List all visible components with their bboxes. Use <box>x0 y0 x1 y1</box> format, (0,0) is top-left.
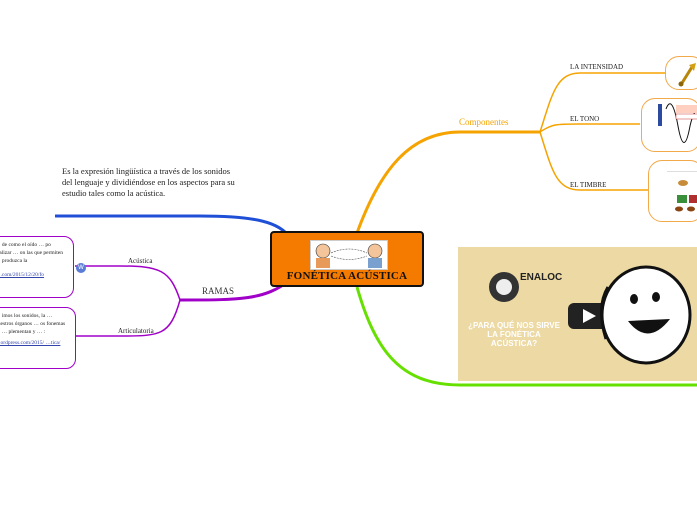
articulatoria-label[interactable]: Articulatoria <box>118 327 154 335</box>
tono-label[interactable]: EL TONO <box>570 115 600 123</box>
articulatoria-note-link[interactable]: …ordpress.com/2015/ …tica/ <box>0 340 61 346</box>
central-image <box>310 240 388 270</box>
timbre-label[interactable]: EL TIMBRE <box>570 181 607 189</box>
ramas-label[interactable]: RAMAS <box>202 286 235 296</box>
connector-tono <box>539 123 640 133</box>
intro-text: Es la expresión lingüística a través de … <box>62 166 235 198</box>
video-logo-text: ENALOC <box>520 272 563 283</box>
video-caption: ¿PARA QUÉ NOS SIRVE LA FONÉTICA ACÚSTICA… <box>468 321 560 348</box>
componentes-label[interactable]: Componentes <box>459 117 509 127</box>
acustica-note[interactable]: … de como el oído … po realizar … on las… <box>0 236 74 298</box>
waveform-icon <box>658 103 697 143</box>
articulatoria-note-text: … imos los sonidos, la … nuestros órgano… <box>0 313 66 335</box>
connector-acustica <box>75 265 181 301</box>
intensidad-image-card[interactable] <box>665 56 697 90</box>
acustica-label[interactable]: Acústica <box>128 257 153 265</box>
timbre-image-card[interactable] <box>648 160 697 222</box>
acustica-note-link[interactable]: ….com/2015/12/20/fo <box>0 272 45 278</box>
connector-componentes <box>355 130 540 234</box>
central-topic[interactable]: FONÉTICA ACÚSTICA <box>270 231 424 287</box>
acustica-note-text: … de como el oído … po realizar … on las… <box>0 242 63 264</box>
connector-timbre <box>539 131 648 191</box>
connector-intro <box>55 214 292 239</box>
instruments-icon <box>667 171 697 212</box>
link-icon[interactable]: W <box>76 263 86 273</box>
video-thumbnail[interactable]: ENALOC ¿PARA QUÉ NOS SIRVE LA FONÉTICA A… <box>458 247 697 381</box>
connector-articulatoria <box>75 299 181 337</box>
trumpet-icon <box>678 63 696 87</box>
central-title: FONÉTICA ACÚSTICA <box>286 270 408 282</box>
intensidad-label[interactable]: LA INTENSIDAD <box>570 63 624 71</box>
articulatoria-note[interactable]: … imos los sonidos, la … nuestros órgano… <box>0 307 76 369</box>
connector-video <box>355 286 697 387</box>
connector-intensidad <box>539 72 665 133</box>
tono-image-card[interactable] <box>641 98 697 152</box>
